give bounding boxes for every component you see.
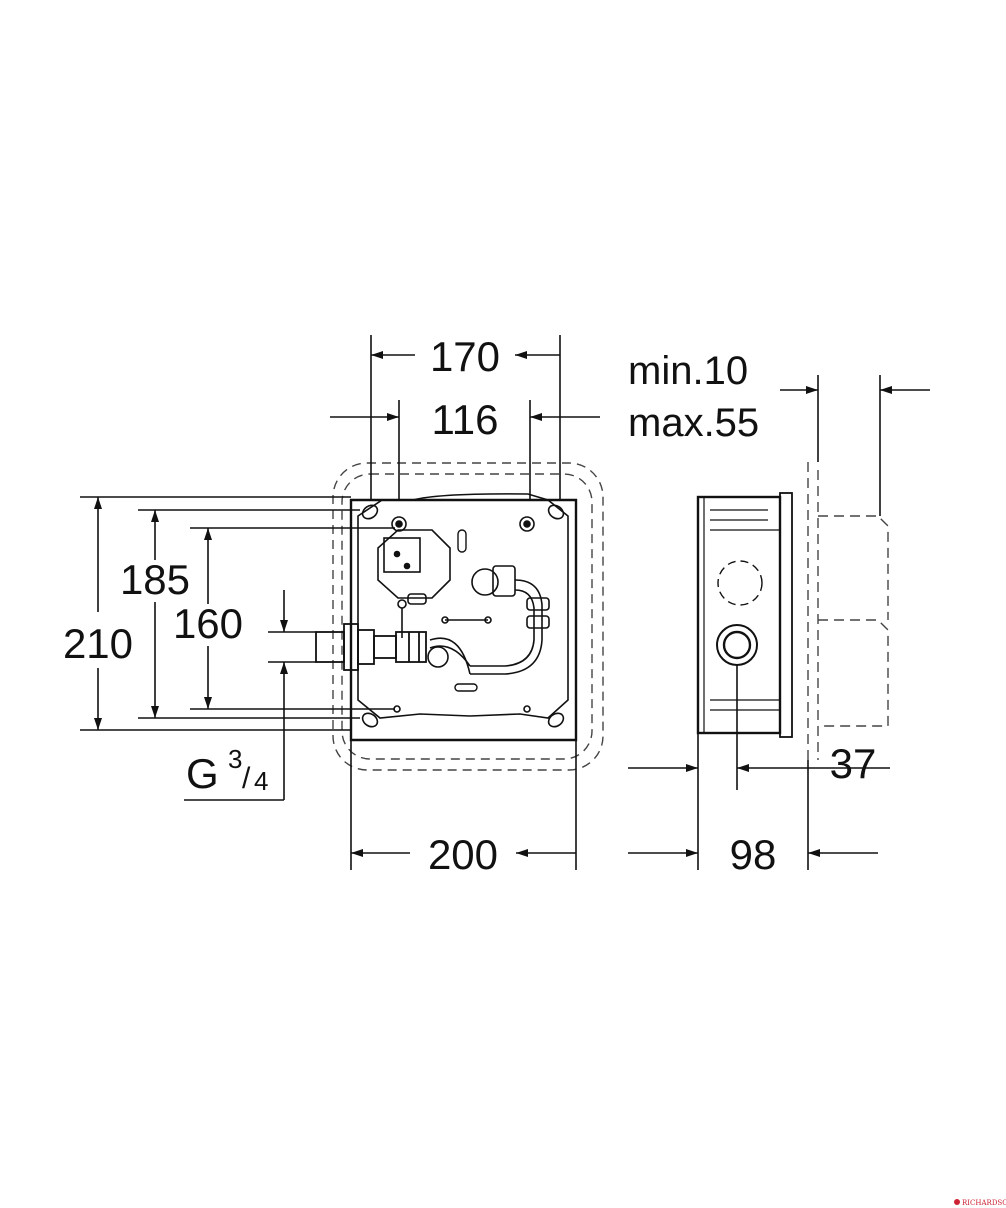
inner-plate (357, 493, 569, 719)
watermark-logo (954, 1199, 960, 1205)
side-knockout (717, 560, 763, 606)
dim-98-label: 98 (730, 831, 777, 878)
side-box (696, 495, 782, 735)
side-flange (779, 492, 793, 738)
thread-denominator: 4 (254, 766, 268, 796)
slot-top (457, 529, 467, 553)
watermark-text: RICHARDSON (962, 1199, 1006, 1207)
dashed-frame (332, 462, 604, 771)
dim-37-label: 37 (830, 740, 877, 787)
front-view (315, 462, 604, 771)
dim-160-label: 160 (173, 600, 243, 647)
mounting-holes (361, 504, 565, 728)
thread-g-label: G (186, 750, 219, 797)
control-module (377, 529, 451, 638)
dim-210-label: 210 (63, 620, 133, 667)
dim-min-label: min.10 (628, 349, 748, 393)
dim-116-label: 116 (432, 396, 499, 443)
valve-assembly (427, 565, 550, 675)
dim-200-label: 200 (428, 831, 498, 878)
thread-slash: / (242, 762, 251, 795)
screws (391, 516, 535, 713)
side-view (696, 462, 889, 760)
dim-170-label: 170 (430, 333, 500, 380)
side-dimensions (628, 375, 930, 870)
inlet-pipe (315, 623, 427, 671)
slot-bottom (454, 683, 478, 692)
thread-numerator: 3 (228, 744, 242, 774)
front-dimensions (80, 335, 600, 870)
dim-max-label: max.55 (628, 401, 759, 445)
dim-185-label: 185 (120, 556, 190, 603)
